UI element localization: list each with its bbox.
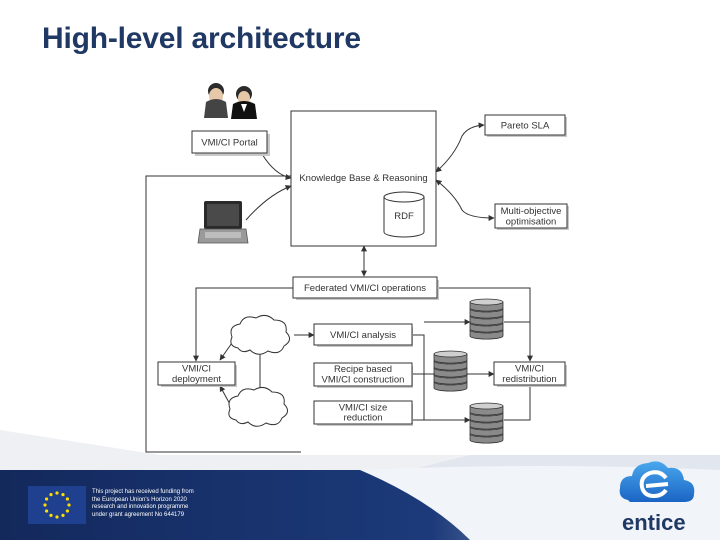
eu-star-icon bbox=[65, 497, 69, 501]
eu-star-icon bbox=[55, 491, 59, 495]
entice-brand-name: entice bbox=[622, 510, 686, 535]
eu-star-icon bbox=[65, 509, 69, 513]
node-redistribution-label-1: VMI/CI bbox=[515, 364, 544, 375]
funding-statement: This project has received funding from t… bbox=[92, 489, 252, 519]
node-deployment: VMI/CI deployment bbox=[157, 361, 237, 387]
cloud-icon bbox=[230, 314, 290, 355]
node-kb-label: Knowledge Base & Reasoning bbox=[299, 173, 427, 184]
entice-cloud-logo bbox=[619, 461, 695, 502]
funding-line: under grant agreement No 644179 bbox=[92, 511, 185, 518]
node-multi-objective: Multi-objective optimisation bbox=[494, 203, 569, 230]
repository-disk-top bbox=[469, 298, 504, 306]
cloud-icon bbox=[228, 386, 288, 427]
laptop-icon bbox=[197, 201, 249, 244]
eu-star-icon bbox=[49, 513, 53, 518]
node-deployment-label-2: deployment bbox=[172, 374, 221, 385]
node-recipe: Recipe based VMI/CI construction bbox=[313, 362, 413, 388]
rdf-database-icon bbox=[383, 191, 425, 238]
eu-star-icon bbox=[49, 493, 53, 497]
eu-star-icon bbox=[45, 497, 49, 501]
node-size-reduction: VMI/CI size reduction bbox=[313, 400, 413, 426]
repository-disk-top bbox=[433, 350, 468, 358]
repository-stack-icon bbox=[433, 350, 468, 392]
users-icon bbox=[204, 83, 257, 119]
node-analysis: VMI/CI analysis bbox=[313, 323, 413, 347]
repository-stack-icon bbox=[469, 298, 504, 340]
node-size-label-1: VMI/CI size bbox=[339, 403, 388, 414]
funding-line: research and innovation programme bbox=[92, 504, 189, 511]
node-pareto-label: Pareto SLA bbox=[501, 121, 550, 132]
eu-star-icon bbox=[61, 513, 65, 518]
page-title: High-level architecture bbox=[42, 22, 361, 55]
node-redistribution-label-2: redistribution bbox=[502, 374, 556, 385]
node-recipe-label-2: VMI/CI construction bbox=[322, 375, 405, 386]
eu-star-icon bbox=[67, 503, 71, 507]
node-recipe-label-1: Recipe based bbox=[334, 364, 392, 375]
node-portal-label: VMI/CI Portal bbox=[201, 138, 258, 149]
eu-star-icon bbox=[61, 493, 65, 497]
node-pareto-sla: Pareto SLA bbox=[484, 114, 567, 137]
node-knowledge-base: Knowledge Base & Reasoning RDF bbox=[290, 110, 437, 247]
eu-star-icon bbox=[55, 515, 59, 519]
diagram-edges bbox=[145, 122, 533, 453]
node-redistribution: VMI/CI redistribution bbox=[493, 361, 567, 387]
node-portal: VMI/CI Portal bbox=[191, 130, 270, 156]
node-federated-label: Federated VMI/CI operations bbox=[304, 283, 426, 294]
node-size-label-2: reduction bbox=[343, 413, 382, 424]
eu-flag-logo bbox=[28, 486, 86, 524]
eu-star-icon bbox=[45, 509, 49, 513]
funding-line: the European Union's Horizon 2020 bbox=[92, 496, 187, 503]
node-deployment-label-1: VMI/CI bbox=[182, 364, 211, 375]
node-analysis-label: VMI/CI analysis bbox=[330, 330, 396, 341]
funding-line: This project has received funding from bbox=[92, 489, 194, 495]
node-moo-label-2: optimisation bbox=[506, 217, 557, 228]
node-federated: Federated VMI/CI operations bbox=[292, 276, 439, 300]
repository-stack-icon bbox=[469, 402, 504, 444]
rdf-label: RDF bbox=[394, 211, 414, 222]
node-moo-label-1: Multi-objective bbox=[501, 206, 562, 217]
repository-disk-top bbox=[469, 402, 504, 410]
eu-star-icon bbox=[43, 503, 47, 507]
